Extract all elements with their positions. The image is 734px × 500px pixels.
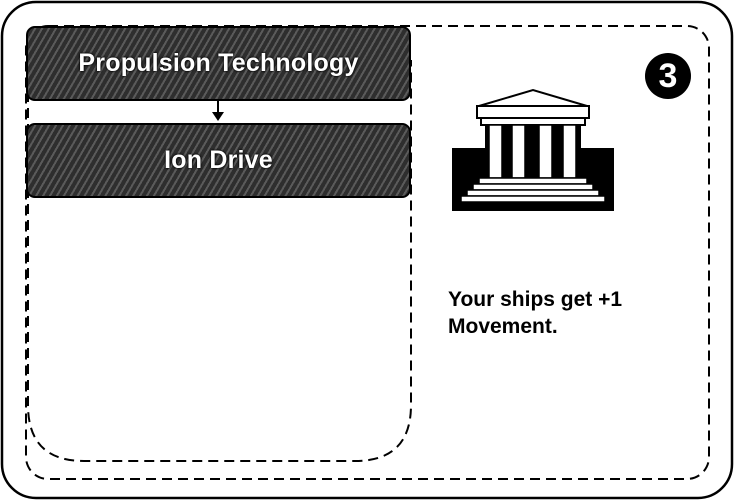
prereq-connector-arrowhead bbox=[212, 112, 224, 121]
effect-description: Your ships get +1 Movement. bbox=[448, 288, 623, 338]
tier-badge: 3 bbox=[645, 53, 691, 99]
prerequisite-tech-box: Propulsion Technology bbox=[26, 26, 411, 101]
temple-icon bbox=[452, 88, 614, 211]
tech-tree-column-border bbox=[27, 60, 412, 462]
technology-name: Ion Drive bbox=[164, 146, 273, 174]
prerequisite-tech-label: Propulsion Technology bbox=[78, 49, 359, 77]
technology-box: Ion Drive bbox=[26, 123, 411, 198]
